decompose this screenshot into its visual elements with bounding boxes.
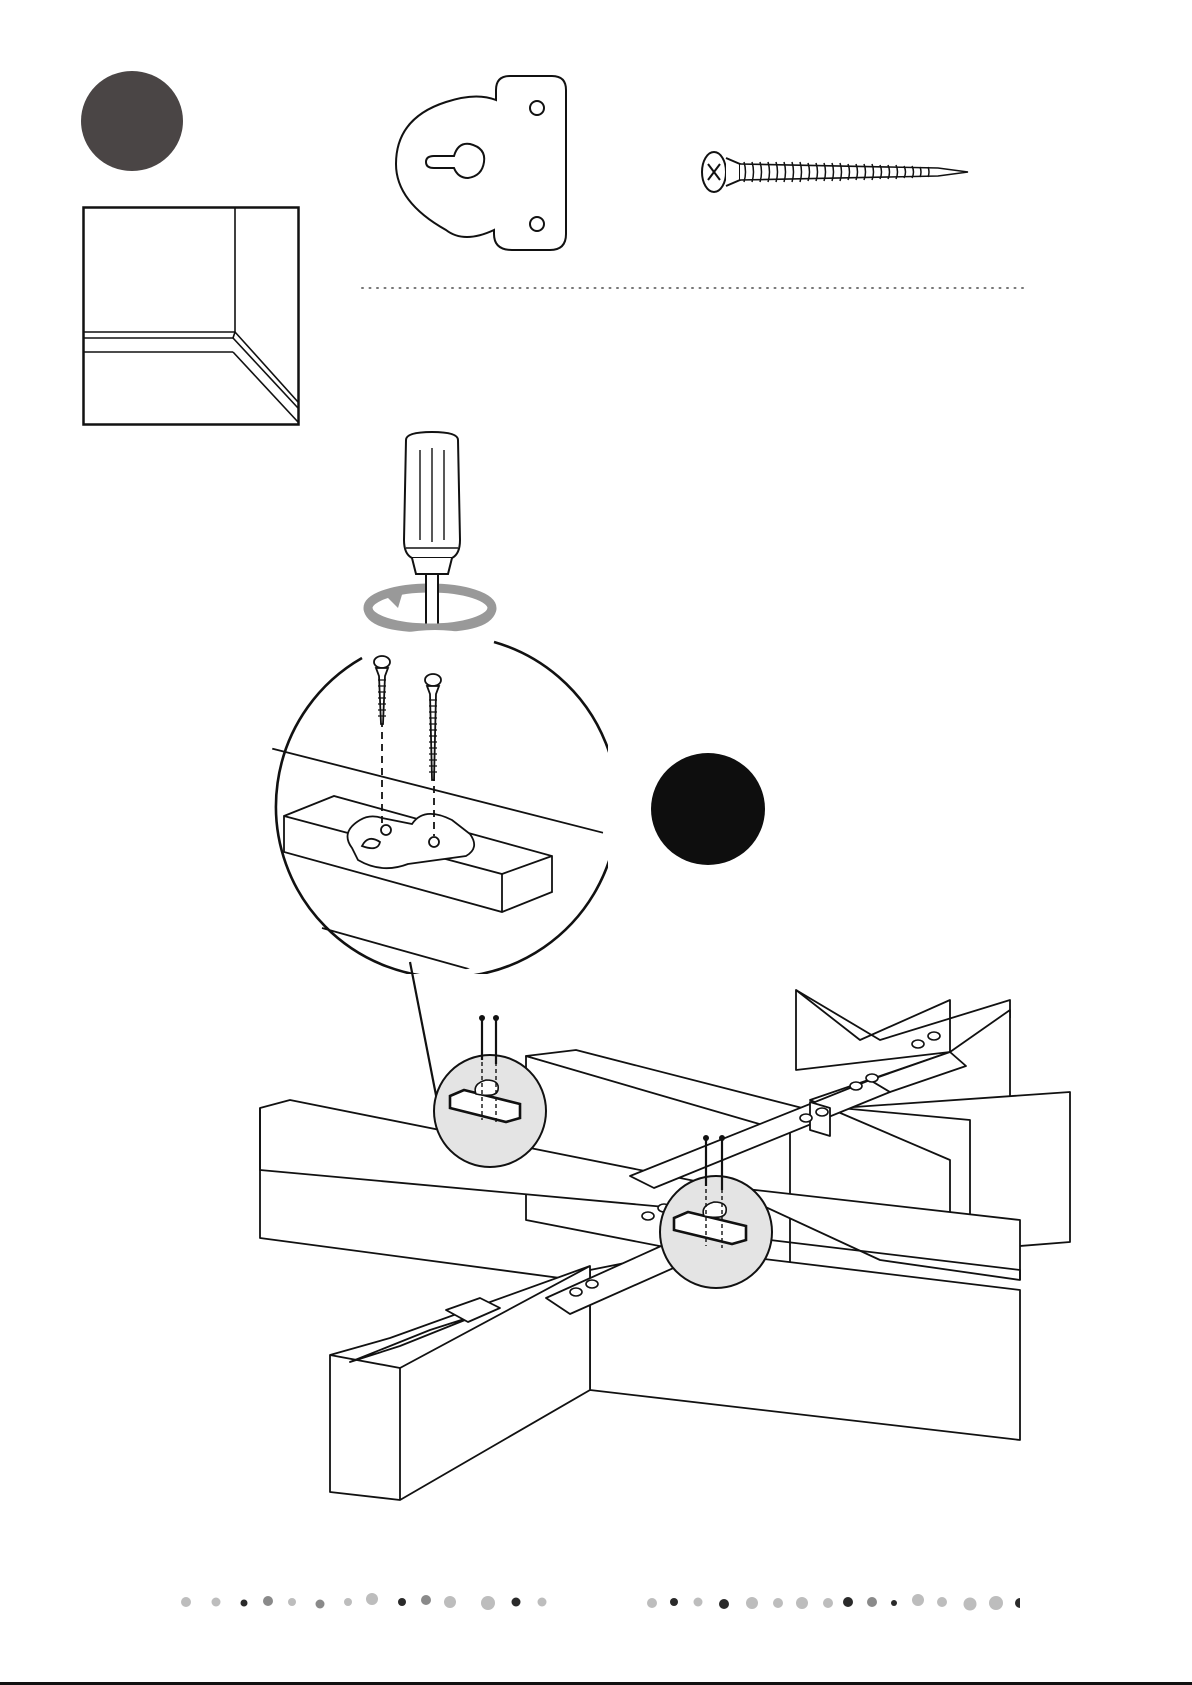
assembly-illustration: [250, 980, 1080, 1510]
footer-dots: [170, 1584, 1020, 1620]
detail-circle-left: [434, 1015, 546, 1167]
keyhole-bracket-icon: [394, 74, 570, 254]
step-number-badge: [80, 70, 184, 172]
wall-corner-icon: [82, 206, 300, 426]
section-divider: [360, 286, 1030, 290]
screw-icon: [700, 150, 970, 196]
magnified-detail-circle: [262, 628, 608, 974]
detail-badge: [650, 752, 766, 866]
